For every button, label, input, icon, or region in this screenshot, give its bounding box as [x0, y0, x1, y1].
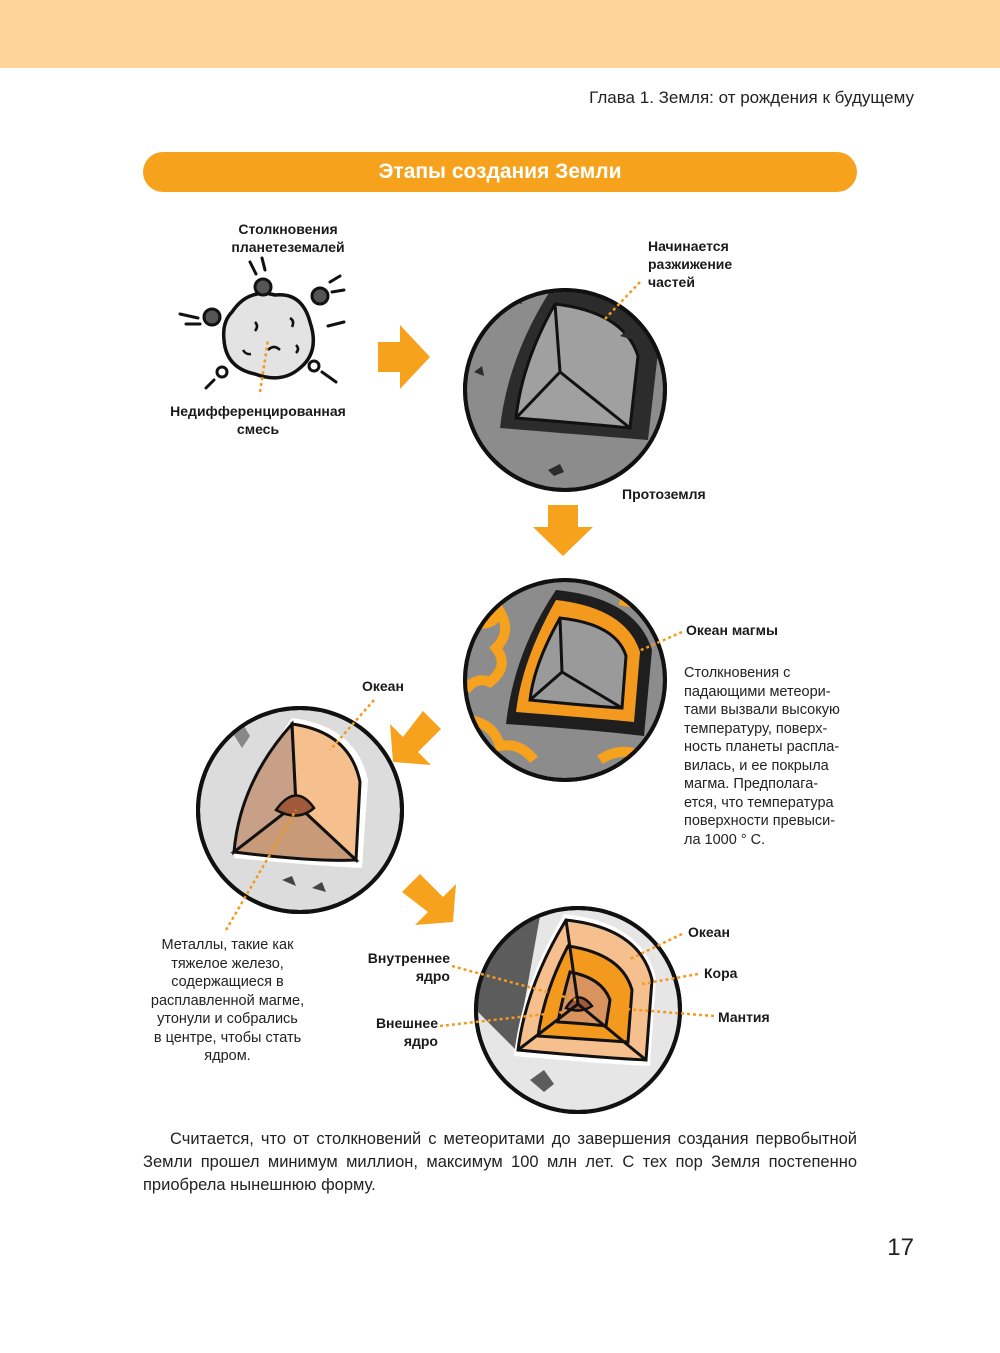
protoearth-globe: [463, 288, 667, 492]
top-color-band: [0, 0, 1000, 68]
magma-ocean-label: Океан магмы: [686, 622, 778, 638]
magma-ocean-globe: [463, 578, 667, 782]
mantle-label: Мантия: [718, 1009, 770, 1025]
arrow-down-left-icon: [390, 711, 441, 765]
section-title: Этапы создания Земли: [143, 152, 857, 192]
arrow-right-icon: [378, 325, 430, 389]
arrow-down-right-icon: [402, 874, 456, 925]
leader-lines: [224, 281, 715, 1028]
melting-label: Начинается разжижение частей: [648, 238, 733, 290]
crust-label: Кора: [704, 965, 738, 981]
ocean-stage-globe: [196, 706, 404, 914]
ocean-label: Океан: [362, 678, 404, 694]
collisions-label: Столкновения планетеземалей: [231, 221, 345, 255]
final-ocean-label: Океан: [688, 924, 730, 940]
inner-core-label: Внутреннее ядро: [367, 950, 450, 984]
magma-ocean-description: Столкновения с падающими метеори- тами в…: [684, 665, 840, 848]
mixture-label: Недифференцированная смесь: [170, 403, 346, 437]
metals-note: Металлы, такие как тяжелое железо, содер…: [150, 937, 305, 1064]
body-paragraph: Считается, что от столкновений с метеори…: [143, 1130, 857, 1194]
page-number: 17: [887, 1234, 914, 1261]
planetesimal-cluster: [178, 256, 346, 390]
outer-core-label: Внешнее ядро: [375, 1015, 438, 1049]
protoearth-label: Протоземля: [622, 486, 706, 502]
final-earth-globe: [474, 906, 682, 1114]
running-head: Глава 1. Земля: от рождения к будущему: [589, 88, 914, 107]
arrow-down-icon: [533, 505, 593, 556]
